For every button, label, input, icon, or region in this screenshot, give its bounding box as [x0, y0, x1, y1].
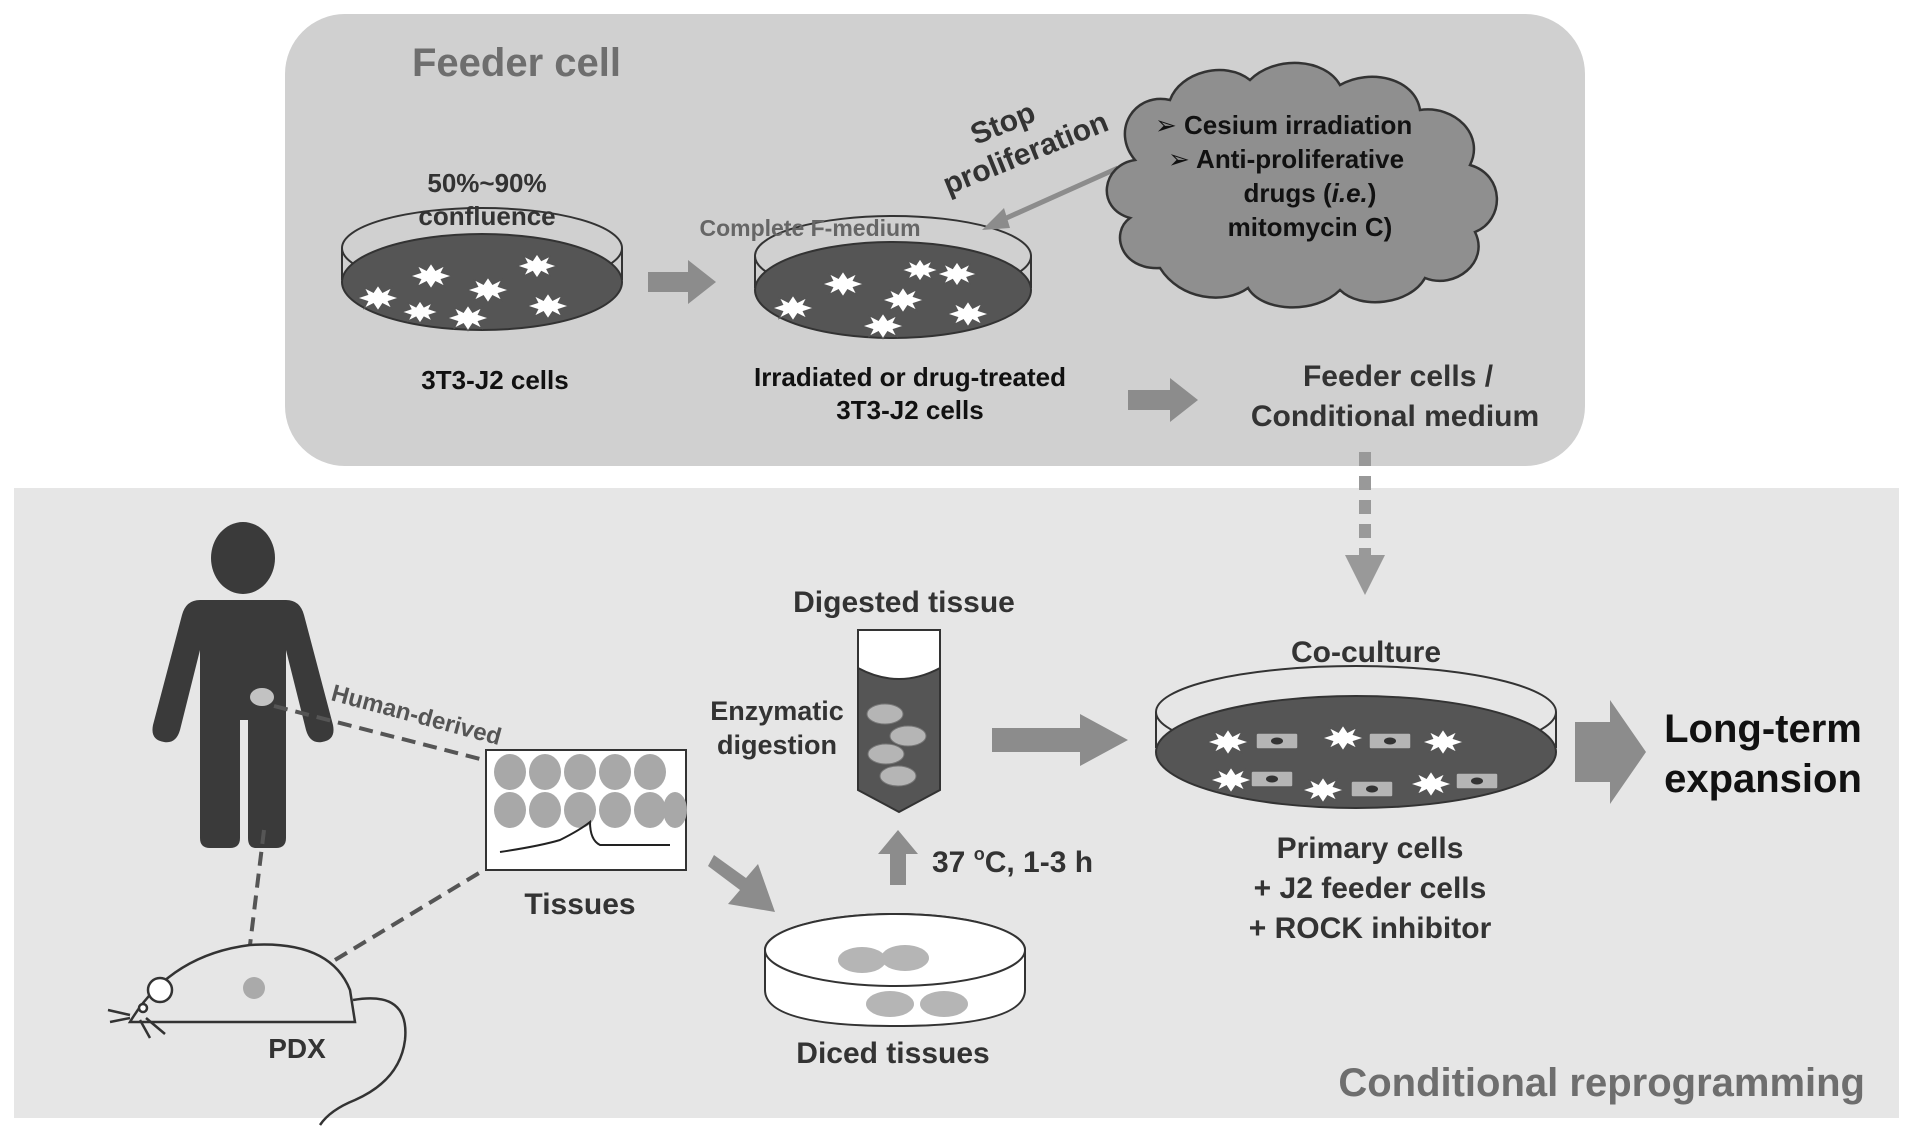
primary-line1: Primary cells [1277, 832, 1464, 865]
feeder-output-line2: Conditional medium [1251, 400, 1539, 433]
confluence-line2: confluence [418, 201, 555, 231]
dish2-label-line1: Irradiated or drug-treated [754, 362, 1066, 392]
bullet-arrow-1: ➢ [1155, 110, 1184, 140]
cloud-shape [1105, 61, 1499, 309]
primary-line3: + ROCK inhibitor [1249, 912, 1492, 945]
dashed-human-to-tissues [273, 704, 485, 762]
coculture-dish [1155, 665, 1557, 809]
pdx-tumor-spot [243, 977, 265, 999]
digested-tissue-tube [857, 629, 941, 814]
bullet-arrow-2: ➢ [1168, 144, 1196, 174]
dish-treated-3t3-j2 [754, 215, 1032, 340]
cr-title: Conditional reprogramming [1338, 1061, 1865, 1105]
dashed-pdx-to-tissues [333, 868, 486, 962]
arrow-cloud-to-dish2 [1000, 165, 1120, 223]
coculture-label: Co-culture [1291, 636, 1441, 669]
diced-tissues-label: Diced tissues [796, 1037, 989, 1070]
cloud-item2-line2: drugs (i.e.) [1244, 178, 1377, 208]
enzymatic-line2: digestion [717, 730, 837, 760]
arrow-dish1-to-dish2 [648, 260, 716, 304]
arrow-tissues-to-diced [708, 855, 775, 912]
dish1-label: 3T3-J2 cells [421, 365, 568, 395]
arrow-to-long-term [1575, 700, 1646, 804]
pdx-label: PDX [268, 1033, 326, 1064]
enzymatic-line1: Enzymatic [710, 696, 844, 726]
long-term-line1: Long-term [1664, 707, 1862, 751]
complete-f-medium: Complete F-medium [699, 215, 920, 241]
cloud-bullet2: ➢ Anti-proliferative [1168, 144, 1404, 174]
human-tumor-spot [250, 688, 274, 706]
primary-line2: + J2 feeder cells [1254, 872, 1487, 905]
dish-3t3-j2 [341, 207, 623, 332]
arrow-diced-to-digested [878, 830, 918, 885]
tissue-box [485, 749, 687, 871]
cloud-item1: Cesium irradiation [1184, 110, 1412, 140]
cloud-item2-line2-italic: i.e. [1332, 178, 1368, 208]
temp-pre: 37 [932, 846, 974, 879]
cloud-item2-line3: mitomycin C) [1228, 212, 1393, 242]
diced-tissue-dish [764, 913, 1026, 1028]
arrow-cloud-to-dish2-head [982, 208, 1010, 230]
cloud-item2-line2-pre: drugs ( [1244, 178, 1332, 208]
dashed-arrow-head [1345, 555, 1385, 595]
temperature-label: 37 oC, 1-3 h [932, 844, 1093, 879]
digested-tissue-label: Digested tissue [793, 586, 1015, 619]
cloud-item2-line1: Anti-proliferative [1196, 144, 1404, 174]
temp-post: C, 1-3 h [985, 846, 1093, 879]
tissues-label: Tissues [524, 888, 635, 921]
arrow-to-feeder-output [1128, 378, 1198, 422]
dish2-label-line2: 3T3-J2 cells [836, 395, 983, 425]
dashed-human-to-pdx [248, 829, 266, 946]
feeder-title: Feeder cell [412, 41, 621, 85]
temp-degree-sup: o [974, 844, 985, 864]
arrow-digested-to-coculture [992, 714, 1128, 766]
human-figure [152, 522, 334, 848]
cloud-bullet1: ➢ Cesium irradiation [1155, 110, 1412, 140]
mouse-pdx [107, 943, 407, 1126]
long-term-line2: expansion [1664, 757, 1862, 801]
feeder-output-line1: Feeder cells / [1303, 360, 1494, 393]
confluence-line1: 50%~90% [427, 168, 546, 198]
